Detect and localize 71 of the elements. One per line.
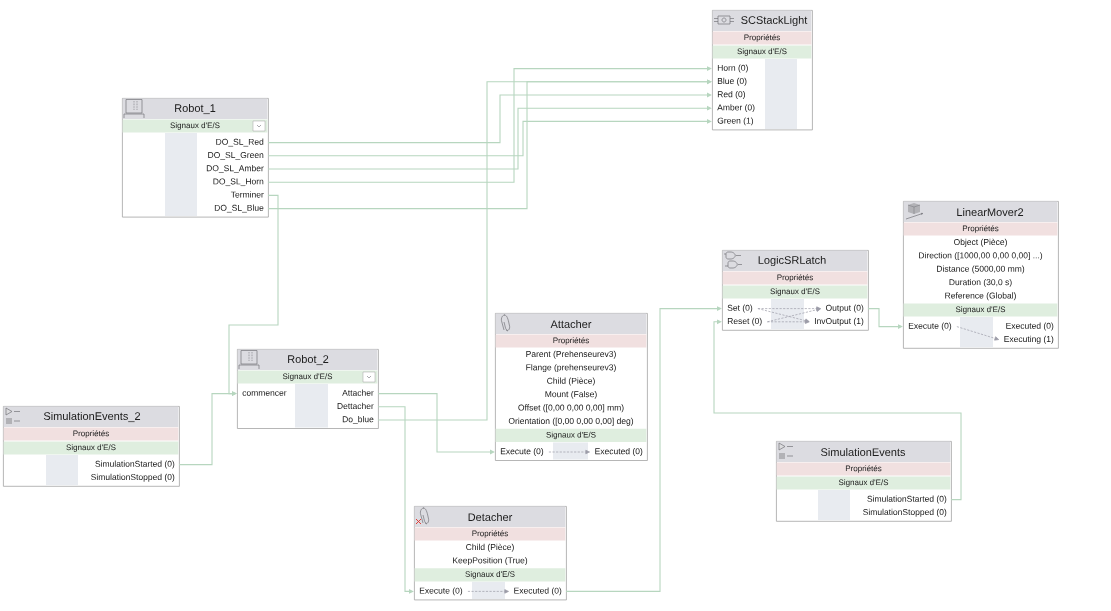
connector-arrow: [377, 79, 712, 421]
connector-arrow: [267, 105, 712, 170]
property-text: Object (Pièce): [954, 238, 1007, 247]
property-text: Flange (prehenseurev3): [526, 364, 616, 373]
section-band: Signaux d'E/S: [722, 285, 868, 299]
signal-label: SimulationStopped (0): [863, 508, 947, 517]
section-band: Propriétés: [776, 462, 951, 476]
signal-label: Dettacher: [337, 402, 374, 410]
signal-label: SimulationStopped (0): [91, 473, 175, 482]
connector-arrow: [565, 306, 722, 592]
property-text: Offset ([0,00 0,00 0,00] mm): [518, 404, 624, 413]
signal-label: Green (1): [717, 117, 754, 126]
signal-label: InvOutput (1): [815, 317, 864, 326]
signal-label: Executed (0): [595, 448, 643, 456]
connector-arrow: [377, 393, 495, 455]
signal-label: Executed (0): [1006, 322, 1054, 331]
signal-label: Execute (0): [908, 322, 952, 331]
signal-label: Executed (0): [514, 587, 562, 596]
signal-label: Set (0): [727, 304, 753, 313]
connector-arrow: [178, 391, 237, 466]
section-band: Signaux d'E/S: [903, 303, 1058, 317]
property-text: Duration (30,0 s): [949, 278, 1012, 287]
property-text: Distance (5000,00 mm): [937, 265, 1025, 274]
signal-label: Blue (0): [717, 77, 747, 86]
section-band: Signaux d'E/S: [776, 476, 951, 490]
connector-arrow: [267, 119, 712, 157]
section-band: Propriétés: [3, 427, 179, 441]
connector-arrow: [267, 92, 712, 144]
signal-label: Red (0): [717, 91, 745, 99]
connector-arrow: [377, 406, 414, 594]
section-band: Propriétés: [722, 271, 868, 285]
signal-label: Horn (0): [717, 64, 748, 73]
signal-label: Reset (0): [727, 317, 762, 326]
signal-label: Amber (0): [717, 104, 755, 113]
signal-label: DO_SL_Green: [208, 152, 264, 160]
property-text: Orientation ([0,00 0,00 0,00] deg): [508, 417, 634, 426]
dashed-arrow: [467, 589, 509, 594]
section-band: Signaux d'E/S: [712, 45, 812, 59]
dashed-arrow: [767, 319, 810, 324]
signal-label: DO_SL_Blue: [214, 204, 264, 213]
signal-label: SimulationStarted (0): [867, 495, 947, 504]
signal-label: DO_SL_Amber: [206, 165, 264, 173]
connector-arrow: [267, 66, 712, 183]
property-text: Mount (False): [545, 390, 597, 399]
signal-label: Execute (0): [500, 448, 544, 456]
signal-label: Executing (1): [1004, 335, 1054, 344]
connector-arrow: [713, 319, 962, 501]
section-band: Propriétés: [495, 334, 647, 348]
signal-label: Execute (0): [419, 587, 463, 596]
section-band: Propriétés: [903, 222, 1058, 236]
signal-label: DO_SL_Horn: [213, 178, 264, 187]
property-text: Reference (Global): [945, 292, 1016, 301]
signal-label: Terminer: [230, 191, 264, 198]
section-band: Signaux d'E/S: [414, 568, 566, 582]
section-band: Propriétés: [712, 31, 812, 45]
section-band: Signaux d'E/S: [3, 441, 179, 455]
property-text: Child (Pièce): [466, 543, 514, 552]
section-band: Signaux d'E/S: [122, 119, 268, 133]
section-band: Propriétés: [414, 527, 566, 541]
signal-label: commencer: [242, 391, 287, 396]
signal-label: DO_SL_Red: [216, 138, 264, 147]
property-text: Child (Pièce): [547, 377, 595, 386]
signal-label: Attacher: [342, 389, 374, 396]
property-text: Direction ([1000,00 0,00 0,00] ...): [919, 252, 1043, 261]
signal-label: Output (0): [825, 304, 864, 313]
signal-label: SimulationStarted (0): [95, 460, 175, 469]
property-text: KeepPosition (True): [453, 557, 528, 566]
dashed-arrow: [548, 449, 590, 455]
dashed-arrow: [956, 326, 1000, 341]
property-text: Parent (Prehenseurev3): [526, 350, 616, 359]
signal-label: Do_blue: [342, 416, 374, 424]
